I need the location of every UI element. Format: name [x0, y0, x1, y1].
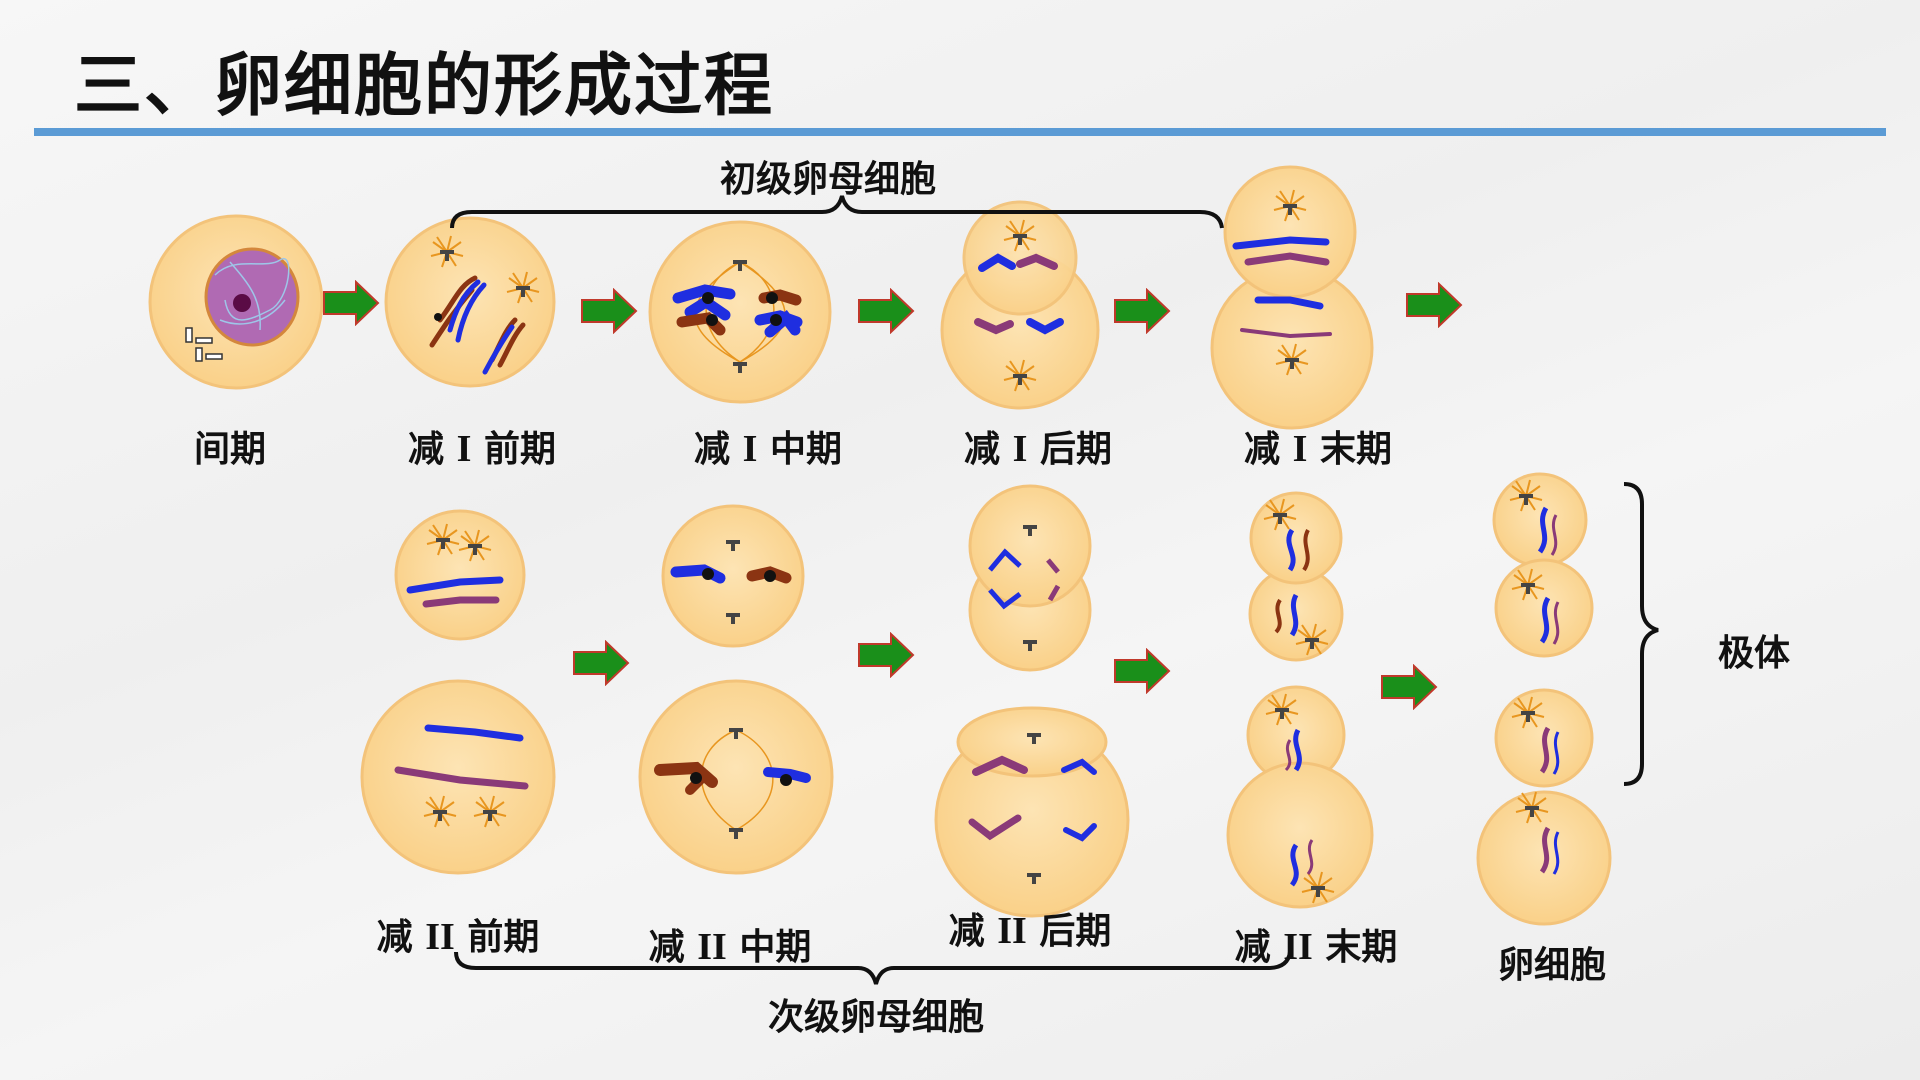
brace-top-label: 初级卵母细胞	[719, 159, 937, 200]
stage-label-mi-metaphase: 减 I 中期	[694, 428, 842, 470]
stage-label-mi-prophase: 减 I 前期	[408, 428, 556, 470]
stage-label-mii-telophase: 减 II 末期	[1234, 926, 1398, 968]
cell-mii-prophase	[360, 509, 556, 875]
arrow-right-icon	[1114, 288, 1171, 334]
cell-mii-anaphase	[934, 484, 1130, 918]
cell-interphase	[148, 214, 324, 390]
stage-label-interphase: 间期	[193, 429, 267, 470]
cell-polar-bodies-and-egg	[1476, 472, 1612, 926]
arrow-right-icon	[1114, 648, 1171, 694]
arrow-right-icon	[581, 288, 638, 334]
curly-brace-icon	[1623, 482, 1659, 786]
nucleolus	[233, 294, 251, 312]
stage-label-mii-metaphase: 减 II 中期	[648, 926, 812, 968]
stage-label-mii-prophase: 减 II 前期	[376, 916, 540, 958]
arrow-right-icon	[323, 280, 380, 326]
arrow-right-icon	[858, 632, 915, 678]
arrow-right-icon	[1381, 664, 1438, 710]
brace-bottom-label: 次级卵母细胞	[767, 997, 985, 1038]
stage-label-mii-anaphase: 减 II 后期	[948, 910, 1112, 952]
cell-mii-metaphase	[638, 504, 834, 875]
cell-mi-anaphase	[940, 200, 1100, 410]
arrow-right-icon	[1406, 282, 1463, 328]
nucleus	[204, 247, 300, 347]
page-title: 三、卵细胞的形成过程	[74, 47, 775, 126]
cell-mii-telophase	[1226, 491, 1374, 909]
cell-mi-telophase	[1210, 165, 1374, 430]
title-underline	[34, 128, 1886, 136]
stage-label-egg-cell: 卵细胞	[1497, 945, 1607, 986]
stage-label-mi-anaphase: 减 I 后期	[964, 428, 1112, 470]
cell-mi-prophase	[384, 216, 556, 388]
cell-mi-metaphase	[648, 220, 832, 404]
curly-brace-icon	[450, 195, 1224, 229]
stage-label-mi-telophase: 减 I 末期	[1244, 428, 1392, 470]
brace-right-label: 极体	[1718, 633, 1791, 674]
curly-brace-icon	[454, 951, 1292, 985]
centriole-icon	[185, 327, 223, 362]
arrow-right-icon	[858, 288, 915, 334]
arrow-right-icon	[573, 640, 630, 686]
